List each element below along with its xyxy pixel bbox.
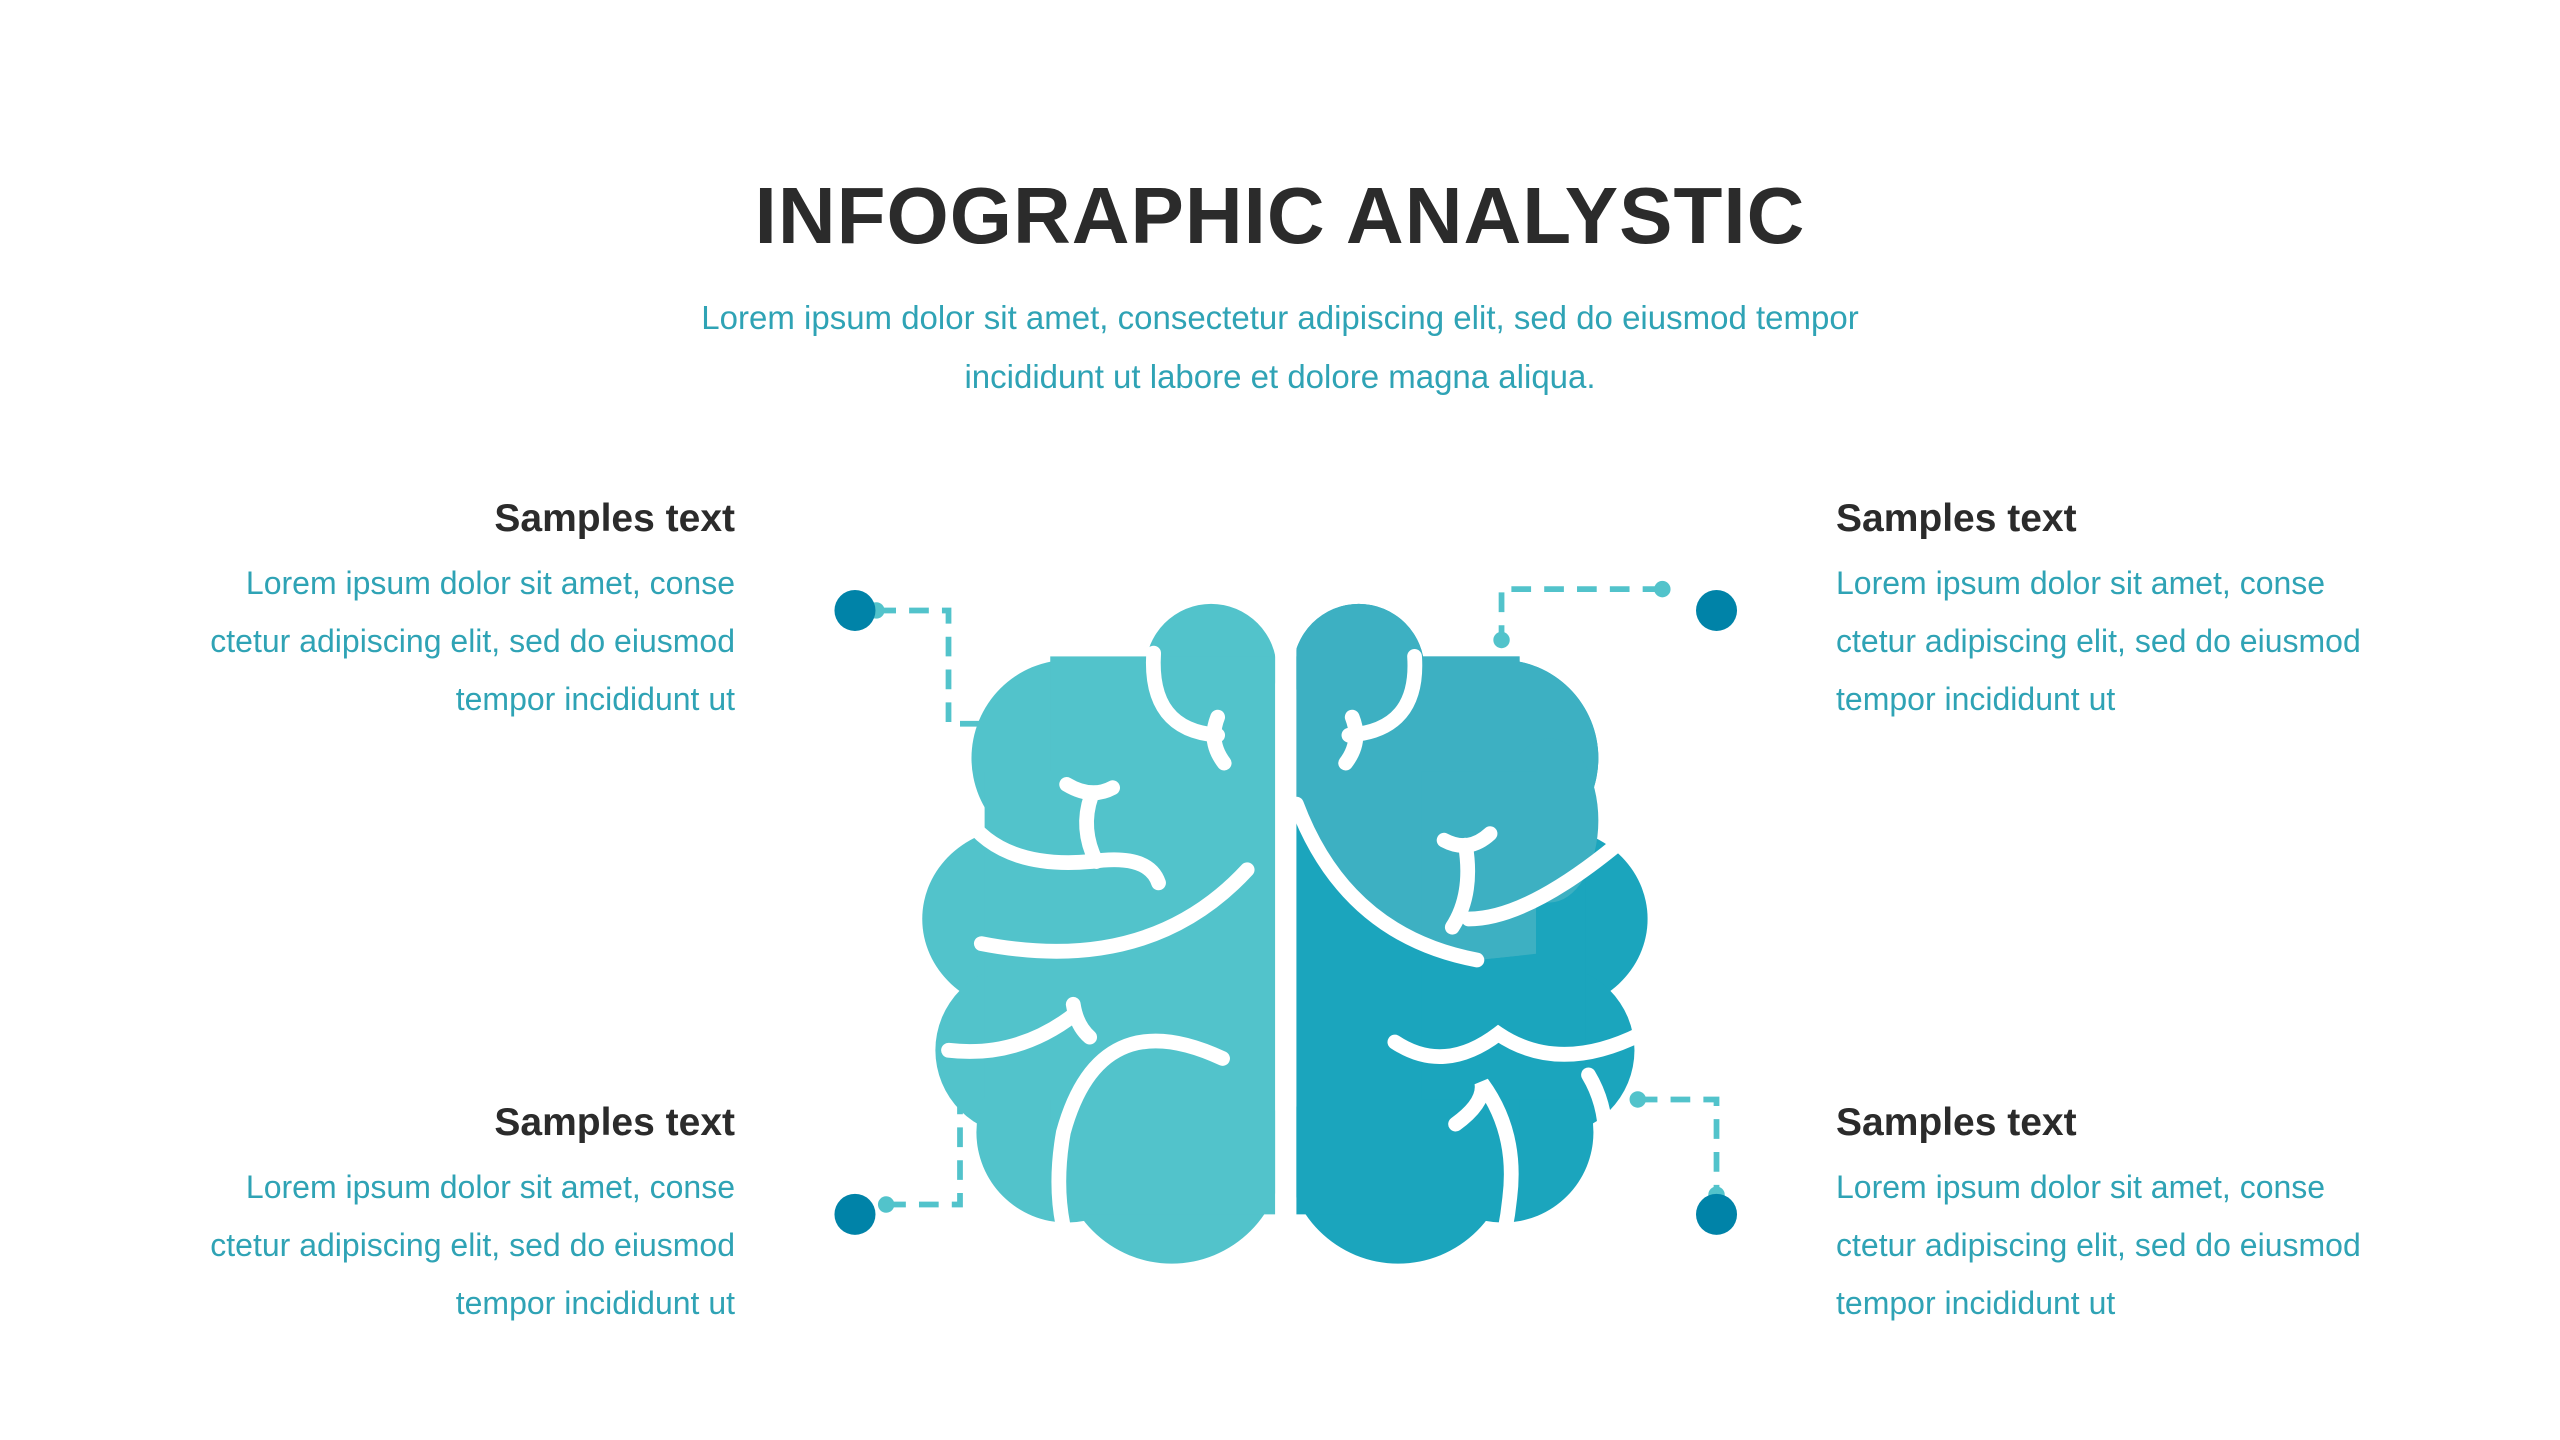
block-line: ctetur adipiscing elit, sed do eiusmod (1836, 1227, 2361, 1263)
page-subtitle: Lorem ipsum dolor sit amet, consectetur … (0, 288, 2560, 406)
small-dot (1654, 580, 1671, 598)
connector-bottom-right (1637, 1096, 1720, 1195)
text-block-top-right: Samples text Lorem ipsum dolor sit amet,… (1836, 494, 2456, 728)
block-heading: Samples text (1836, 1101, 2077, 1144)
block-heading: Samples text (494, 1101, 735, 1144)
block-heading: Samples text (494, 497, 735, 540)
small-dot (1629, 1091, 1646, 1108)
block-line: Lorem ipsum dolor sit amet, conse (1836, 1169, 2326, 1205)
small-dot (877, 1196, 895, 1213)
text-block-bottom-left: Samples text Lorem ipsum dolor sit amet,… (115, 1098, 735, 1332)
marker-dot-bottom-left (834, 1193, 876, 1235)
subtitle-line: incididunt ut labore et dolore magna ali… (964, 358, 1596, 395)
block-line: Lorem ipsum dolor sit amet, conse (245, 1169, 735, 1205)
block-line: tempor incididunt ut (455, 681, 735, 717)
marker-dot-top-left (834, 589, 876, 631)
brain-left-hemisphere (922, 603, 1276, 1264)
subtitle-line: Lorem ipsum dolor sit amet, consectetur … (701, 299, 1859, 336)
text-block-top-left: Samples text Lorem ipsum dolor sit amet,… (115, 494, 735, 728)
block-line: Lorem ipsum dolor sit amet, conse (245, 565, 735, 601)
block-line: tempor incididunt ut (1836, 681, 2116, 717)
block-line: ctetur adipiscing elit, sed do eiusmod (1836, 623, 2361, 659)
block-line: ctetur adipiscing elit, sed do eiusmod (210, 623, 735, 659)
block-line: Lorem ipsum dolor sit amet, conse (1836, 565, 2326, 601)
block-line: ctetur adipiscing elit, sed do eiusmod (210, 1227, 735, 1263)
brain-folds (941, 645, 1649, 1271)
text-block-bottom-right: Samples text Lorem ipsum dolor sit amet,… (1836, 1098, 2456, 1332)
small-dot (1493, 631, 1510, 649)
connector-top-right (1498, 586, 1663, 640)
block-line: tempor incididunt ut (455, 1285, 735, 1321)
marker-dot-top-right (1696, 589, 1738, 631)
marker-dot-bottom-right (1696, 1193, 1738, 1235)
block-line: tempor incididunt ut (1836, 1285, 2116, 1321)
block-heading: Samples text (1836, 497, 2077, 540)
page-title: INFOGRAPHIC ANALYSTIC (754, 171, 1806, 260)
